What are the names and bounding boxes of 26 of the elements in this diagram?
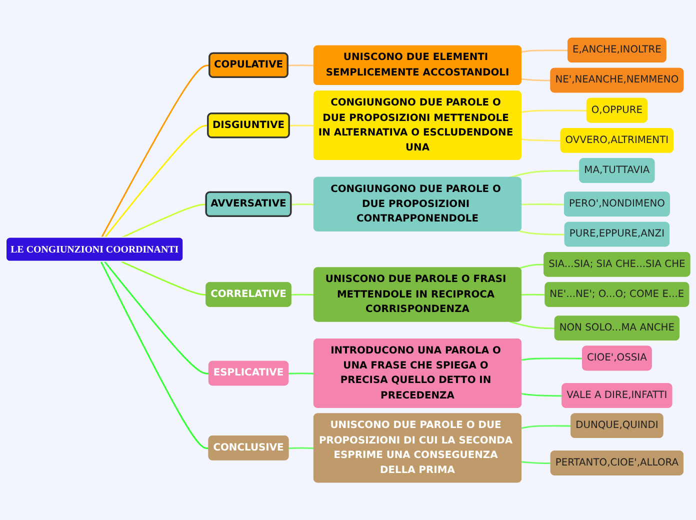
connector [521, 110, 588, 113]
connector [521, 358, 583, 361]
connector [291, 294, 314, 296]
connector [522, 294, 546, 296]
connector [521, 460, 552, 464]
connector [521, 424, 572, 429]
connector [289, 124, 314, 126]
connector [522, 203, 565, 206]
connector [288, 372, 314, 374]
connector [510, 320, 556, 330]
connector [121, 204, 207, 238]
connector [104, 261, 210, 374]
connector [521, 78, 552, 82]
connector [510, 170, 580, 178]
connector [100, 64, 210, 238]
connector [104, 124, 208, 238]
connector [291, 203, 314, 206]
connector [521, 392, 562, 397]
connector [288, 447, 314, 449]
connector [521, 138, 562, 142]
connector [121, 260, 206, 296]
connector [521, 49, 568, 53]
connector [100, 261, 210, 449]
connector [288, 64, 314, 66]
connector [519, 230, 566, 236]
connector [519, 264, 544, 269]
